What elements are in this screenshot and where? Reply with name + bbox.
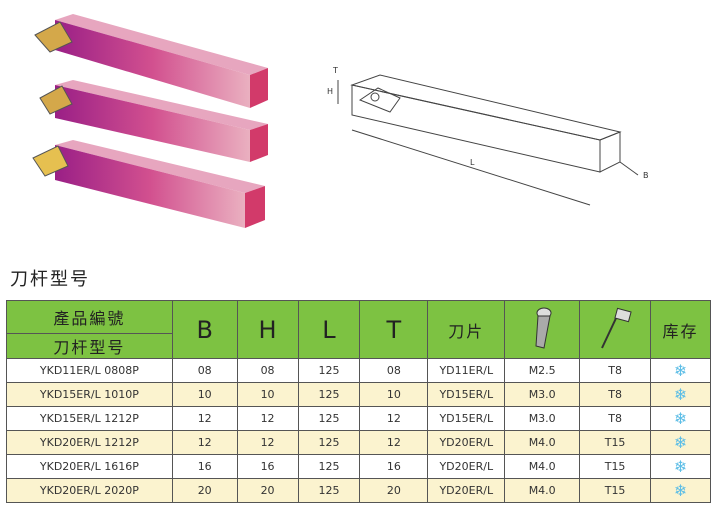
cell-model: YKD15ER/L 1212P <box>6 406 173 431</box>
stock-snowflake-icon: ❄ <box>650 358 711 383</box>
cell-t: 12 <box>359 406 429 431</box>
header-key <box>579 300 652 359</box>
stock-snowflake-icon: ❄ <box>650 430 711 455</box>
cell-screw: M4.0 <box>504 454 581 479</box>
dim-label-h: H <box>327 87 333 96</box>
cell-t: 20 <box>359 478 429 503</box>
cell-h: 12 <box>236 406 299 431</box>
tool-holder-2 <box>39 80 268 162</box>
cell-b: 12 <box>171 406 238 431</box>
cell-insert: YD20ER/L <box>427 478 506 503</box>
stock-snowflake-icon: ❄ <box>650 382 711 407</box>
header-holder-model: 刀杆型号 <box>6 333 173 359</box>
tool-holder-3 <box>32 140 265 228</box>
cell-model: YKD20ER/L 1212P <box>6 430 173 455</box>
stock-snowflake-icon: ❄ <box>650 478 711 503</box>
header-product-code: 產品編號 <box>6 300 173 334</box>
header-stock: 库存 <box>650 300 711 359</box>
cell-b: 08 <box>171 358 238 383</box>
header-screw <box>504 300 581 359</box>
cell-l: 125 <box>297 358 361 383</box>
cell-b: 12 <box>171 430 238 455</box>
cell-t: 12 <box>359 430 429 455</box>
cell-l: 125 <box>297 382 361 407</box>
cell-t: 10 <box>359 382 429 407</box>
tool-holder-1 <box>34 14 268 108</box>
torx-key-icon <box>601 307 632 348</box>
cell-insert: YD11ER/L <box>427 358 506 383</box>
cell-insert: YD20ER/L <box>427 430 506 455</box>
cell-model: YKD15ER/L 1010P <box>6 382 173 407</box>
dim-label-t: T <box>332 66 338 75</box>
cell-l: 125 <box>297 430 361 455</box>
cell-model: YKD20ER/L 1616P <box>6 454 173 479</box>
cell-l: 125 <box>297 406 361 431</box>
cell-key: T15 <box>579 430 652 455</box>
cell-h: 08 <box>236 358 299 383</box>
cell-insert: YD20ER/L <box>427 454 506 479</box>
cell-l: 125 <box>297 454 361 479</box>
header-b: B <box>171 300 238 359</box>
dim-label-b: B <box>643 171 649 180</box>
header-t: T <box>359 300 429 359</box>
cell-screw: M2.5 <box>504 358 581 383</box>
dimension-drawing <box>337 74 639 206</box>
stock-snowflake-icon: ❄ <box>650 406 711 431</box>
header-h: H <box>236 300 299 359</box>
cell-t: 16 <box>359 454 429 479</box>
cell-b: 16 <box>171 454 238 479</box>
cell-insert: YD15ER/L <box>427 382 506 407</box>
cell-insert: YD15ER/L <box>427 406 506 431</box>
cell-h: 16 <box>236 454 299 479</box>
header-insert: 刀片 <box>427 300 506 359</box>
cell-l: 125 <box>297 478 361 503</box>
cell-model: YKD11ER/L 0808P <box>6 358 173 383</box>
stock-snowflake-icon: ❄ <box>650 454 711 479</box>
cell-key: T8 <box>579 382 652 407</box>
tool-illustrations: T H L B <box>32 14 649 228</box>
cell-key: T15 <box>579 454 652 479</box>
cell-model: YKD20ER/L 2020P <box>6 478 173 503</box>
cell-h: 10 <box>236 382 299 407</box>
cell-h: 12 <box>236 430 299 455</box>
cell-key: T15 <box>579 478 652 503</box>
cell-key: T8 <box>579 406 652 431</box>
section-title: 刀杆型号 <box>10 269 90 290</box>
cell-screw: M3.0 <box>504 406 581 431</box>
cell-key: T8 <box>579 358 652 383</box>
cell-h: 20 <box>236 478 299 503</box>
dim-label-l: L <box>470 158 475 167</box>
cell-screw: M4.0 <box>504 430 581 455</box>
header-l: L <box>297 300 361 359</box>
screw-icon <box>535 307 552 349</box>
cell-screw: M3.0 <box>504 382 581 407</box>
cell-b: 20 <box>171 478 238 503</box>
cell-b: 10 <box>171 382 238 407</box>
cell-screw: M4.0 <box>504 478 581 503</box>
cell-t: 08 <box>359 358 429 383</box>
